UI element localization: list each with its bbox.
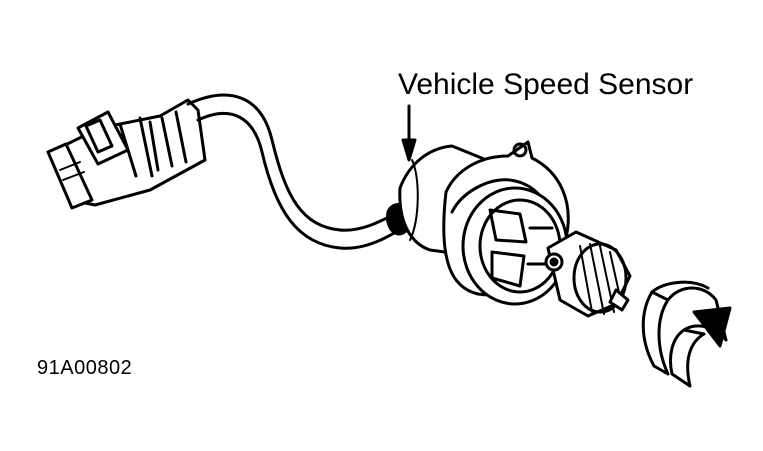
electrical-connector — [46, 98, 207, 210]
sensor-cable — [186, 93, 404, 250]
sensor-callout-label: Vehicle Speed Sensor — [398, 68, 694, 101]
down-arrow-icon — [401, 104, 417, 162]
sensor-rotor — [461, 186, 569, 306]
figure-id-label: 91A00802 — [37, 357, 133, 379]
curved-arrow-icon — [641, 280, 732, 388]
drive-gear — [544, 230, 632, 318]
